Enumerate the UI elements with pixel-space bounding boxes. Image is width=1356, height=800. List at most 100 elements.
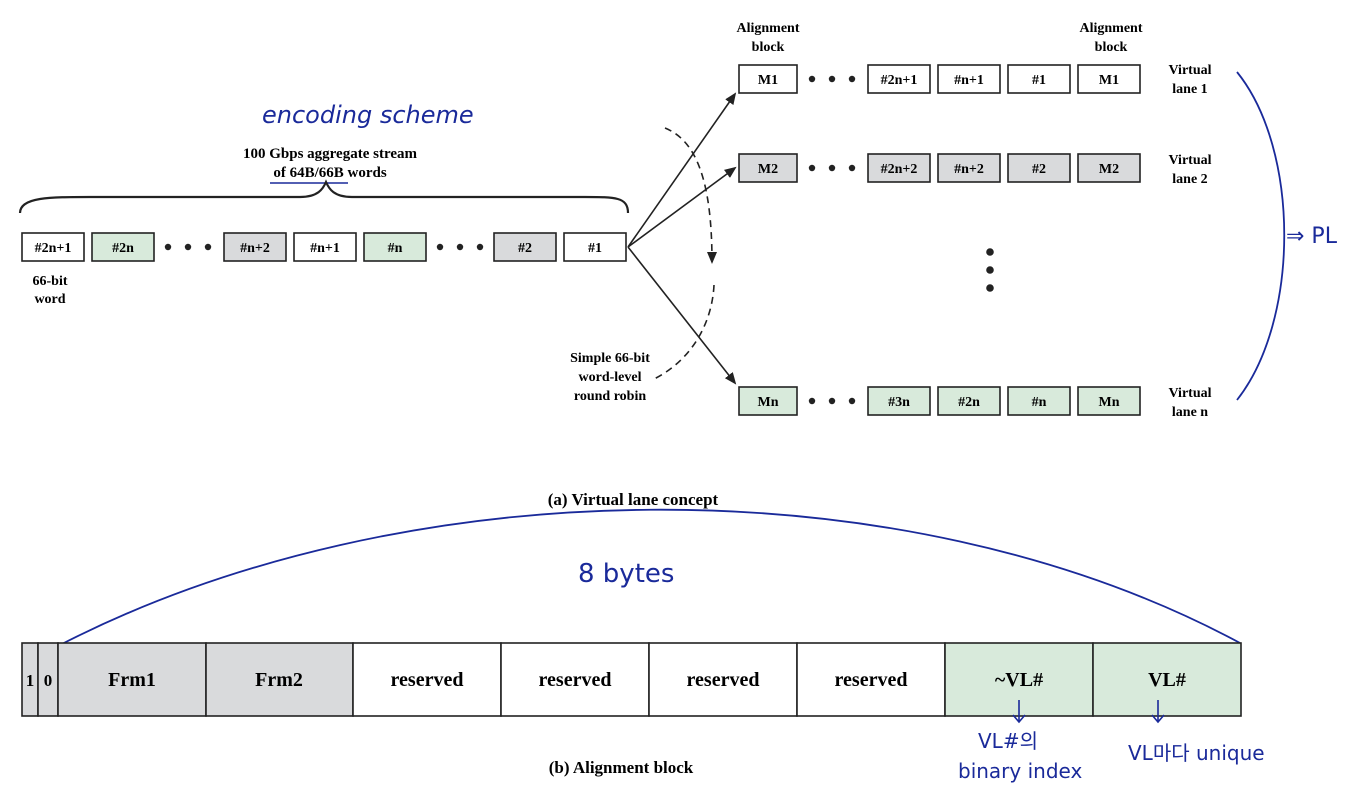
- field-label: Frm2: [255, 669, 303, 691]
- stream-word-5: [493, 232, 557, 262]
- field-vl: [1092, 642, 1242, 717]
- lane-2-word-3: [1007, 153, 1071, 183]
- lane-1-label-2: lane 1: [1172, 82, 1207, 97]
- virtual-lane-1: M1 #2n+1 #n+1 #1 M1 Virtual lane 1: [738, 63, 1212, 97]
- lane-ellipsis-dot: [986, 266, 994, 274]
- pl-arc: [1236, 71, 1286, 401]
- stream-word-label: #1: [588, 241, 602, 256]
- stream-word-label: #n+1: [310, 241, 340, 256]
- lane-1-word-3: [1007, 64, 1071, 94]
- lane-n-word-1: [867, 386, 931, 416]
- ellipsis-dot: [828, 164, 836, 172]
- stream-label-line1: 100 Gbps aggregate stream: [243, 146, 418, 162]
- field-label: 1: [26, 671, 35, 690]
- down-arrow-right: [1151, 700, 1165, 724]
- pl-note: ⇒ PL: [1286, 224, 1338, 249]
- lane-word-label: #n+2: [954, 162, 984, 177]
- field-label: reserved: [835, 669, 908, 691]
- encoding-scheme-note: encoding scheme: [262, 101, 474, 129]
- alignment-block-label-right-2: block: [1095, 40, 1128, 55]
- field-label: reserved: [391, 669, 464, 691]
- ellipsis-dot: [848, 75, 856, 83]
- ellipsis-dot: [828, 397, 836, 405]
- lane-1-word-0: [738, 64, 798, 94]
- lane-word-label: Mn: [1099, 395, 1120, 410]
- lane-word-label: M2: [1099, 162, 1119, 177]
- ellipsis-dot: [164, 243, 172, 251]
- lane-word-label: #2: [1032, 162, 1046, 177]
- lane-1-label-1: Virtual: [1168, 63, 1211, 78]
- field-reserved-1: [352, 642, 502, 717]
- lane-word-label: M1: [758, 73, 778, 88]
- ellipsis-dot: [184, 243, 192, 251]
- stream-words: #2n+1 #2n #n+2 #n+1 #n #2 #1: [21, 232, 627, 262]
- field-label: VL#: [1148, 669, 1186, 691]
- down-arrow-left: [1012, 700, 1026, 724]
- field-reserved-4: [796, 642, 946, 717]
- virtual-lane-2: M2 #2n+2 #n+2 #2 M2 Virtual lane 2: [738, 153, 1212, 187]
- lane-word-label: #1: [1032, 73, 1046, 88]
- bytes-arc: [59, 508, 1241, 646]
- stream-word-label: #2n: [112, 241, 134, 256]
- stream-word-3: [293, 232, 357, 262]
- lane-ellipsis-dot: [986, 284, 994, 292]
- round-robin-arrow: [664, 127, 717, 264]
- lane-word-label: Mn: [758, 395, 779, 410]
- vl-index-note-2: binary index: [958, 759, 1082, 783]
- stream-word-label: #n+2: [240, 241, 270, 256]
- lane-word-label: #2n+2: [881, 162, 918, 177]
- word-label-line2: word: [34, 292, 65, 307]
- alignment-block-label-left-1: Alignment: [737, 21, 800, 36]
- ellipsis-dot: [476, 243, 484, 251]
- lane-n-label-2: lane n: [1172, 405, 1208, 420]
- stream-word-0: [21, 232, 85, 262]
- vl-unique-note: VL마다 unique: [1128, 741, 1265, 765]
- round-robin-label-3: round robin: [574, 389, 646, 404]
- ellipsis-dot: [828, 75, 836, 83]
- lane-word-label: #n: [1032, 395, 1047, 410]
- lane-2-word-1: [867, 153, 931, 183]
- lane-1-word-2: [937, 64, 1001, 94]
- lane-word-label: #2n: [958, 395, 980, 410]
- lane-n-word-0: [738, 386, 798, 416]
- lane-n-label-1: Virtual: [1168, 386, 1211, 401]
- field-label: ~VL#: [995, 669, 1043, 691]
- field-label: reserved: [687, 669, 760, 691]
- round-robin-label-1: Simple 66-bit: [570, 351, 650, 366]
- round-robin-dash-tail: [651, 284, 715, 381]
- stream-word-4: [363, 232, 427, 262]
- alignment-block-fields: 1 0 Frm1 Frm2 reserved reserved reserved…: [21, 642, 1242, 717]
- alignment-block-label-left-2: block: [752, 40, 785, 55]
- stream-word-label: #2: [518, 241, 532, 256]
- lane-n-word-2: [937, 386, 1001, 416]
- lane-n-word-4: [1077, 386, 1141, 416]
- stream-brace: [18, 179, 630, 214]
- ellipsis-dot: [204, 243, 212, 251]
- bytes-note: 8 bytes: [578, 559, 674, 589]
- virtual-lane-n: Mn #3n #2n #n Mn Virtual lane n: [738, 386, 1212, 420]
- lane-ellipsis-dot: [986, 248, 994, 256]
- vl-index-note-1: VL#의: [978, 729, 1038, 753]
- lane-word-label: #2n+1: [881, 73, 918, 88]
- lane-2-word-4: [1077, 153, 1141, 183]
- word-label-line1: 66-bit: [33, 274, 68, 289]
- stream-word-label: #n: [388, 241, 403, 256]
- arrow-to-lane-n: [627, 246, 737, 385]
- arrow-to-lane-2: [627, 166, 737, 248]
- stream-word-2: [223, 232, 287, 262]
- field-frm1: [57, 642, 207, 717]
- lane-n-word-3: [1007, 386, 1071, 416]
- stream-word-label: #2n+1: [35, 241, 72, 256]
- field-label: reserved: [539, 669, 612, 691]
- lane-1-word-1: [867, 64, 931, 94]
- ellipsis-dot: [456, 243, 464, 251]
- field-label: Frm1: [108, 669, 156, 691]
- field-frm2: [205, 642, 354, 717]
- lane-2-word-2: [937, 153, 1001, 183]
- field-reserved-3: [648, 642, 798, 717]
- arrow-to-lane-1: [627, 92, 737, 248]
- lane-word-label: M1: [1099, 73, 1119, 88]
- panel-a-caption: (a) Virtual lane concept: [548, 490, 719, 509]
- lane-2-label-2: lane 2: [1172, 172, 1207, 187]
